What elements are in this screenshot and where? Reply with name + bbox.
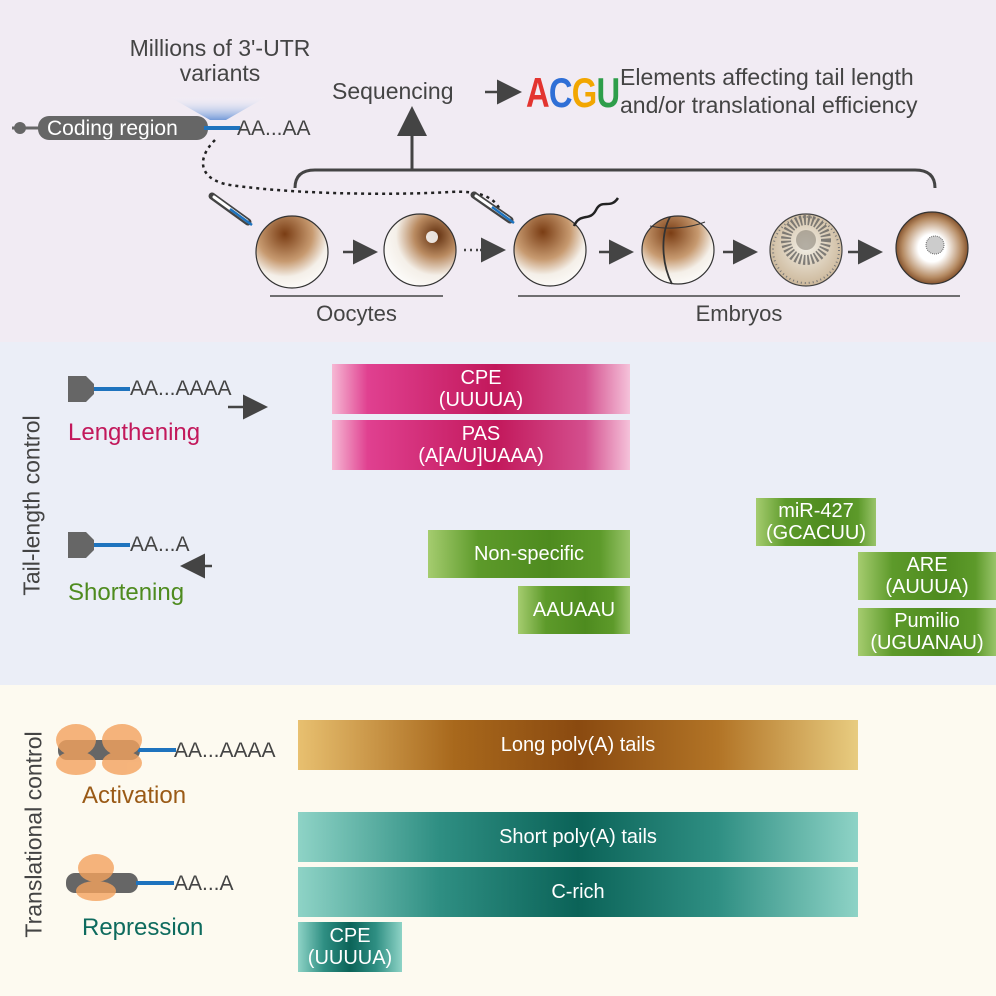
mir427-shortening-bar: miR-427 (GCACUU): [756, 498, 876, 546]
library-label-line1: Millions of 3'-UTR: [129, 35, 311, 61]
shortening-tail-label: AA...A: [130, 533, 190, 556]
logo-letter-u: U: [596, 69, 620, 116]
blastula-icon: [769, 213, 843, 287]
logo-letter-a: A: [526, 69, 550, 116]
embryo-bracket: [293, 168, 937, 189]
elements-label-line2: and/or translational efficiency: [620, 92, 918, 119]
mir427-name: miR-427: [778, 499, 854, 522]
translational-panel: Translational control AA...AAAA Activati…: [0, 685, 996, 996]
activation-label: Activation: [82, 782, 187, 809]
logo-letter-g: G: [571, 69, 597, 116]
coding-region-box: [38, 116, 208, 140]
activation-tail-label: AA...AAAA: [174, 739, 276, 762]
cpe-lengthening-name: CPE: [460, 366, 502, 389]
cpe-lengthening-bar: CPE (UUUUA): [332, 364, 630, 414]
library-label-line2: variants: [179, 60, 261, 87]
oocyte-1-icon: [255, 215, 329, 289]
tail-rna-icons: [68, 376, 268, 579]
shortening-label: Shortening: [68, 579, 185, 606]
pumilio-shortening-bar: Pumilio (UGUANAU): [858, 608, 996, 656]
repression-rna-icon: [66, 854, 174, 901]
oocyte-2-icon: [383, 213, 457, 287]
nonspecific-label: Non-specific: [473, 542, 585, 565]
sequence-logo-icon: ACGU: [526, 69, 620, 116]
elements-label: Elements affecting tail length and/or tr…: [620, 64, 918, 119]
pumilio-motif: (UGUANAU): [870, 632, 984, 654]
cpe-repression-bar: CPE (UUUUA): [298, 922, 402, 972]
translation-rna-icons: [56, 724, 176, 901]
sperm-icon: [572, 197, 620, 227]
short-polya-repression-bar: Short poly(A) tails: [298, 812, 858, 862]
repression-label: Repression: [82, 914, 204, 941]
cpe-repression-motif: (UUUUA): [307, 947, 393, 969]
aauaau-shortening-bar: AAUAAU: [518, 586, 630, 634]
long-polya-label: Long poly(A) tails: [500, 733, 656, 756]
ribosome-icon: [76, 854, 116, 901]
sequencing-label: Sequencing: [332, 78, 454, 104]
short-polya-label: Short poly(A) tails: [499, 825, 657, 848]
elements-label-line1: Elements affecting tail length: [620, 64, 914, 90]
injection-path: [201, 139, 502, 211]
repression-tail-label: AA...A: [174, 872, 234, 895]
two-cell-embryo-icon: [641, 215, 715, 285]
ribosome-icon: [56, 724, 142, 775]
injection-needle-oocyte: [208, 192, 253, 227]
library-cone: [168, 96, 268, 120]
polya-tail-label: AA...AA: [237, 117, 311, 140]
embryos-label: Embryos: [695, 301, 783, 326]
cap-icon: [14, 122, 26, 134]
pas-motif: (A[A/U]UAAA): [418, 445, 544, 467]
oocytes-label: Oocytes: [316, 301, 397, 326]
aauaau-label: AAUAAU: [532, 598, 616, 621]
logo-letter-c: C: [548, 69, 573, 116]
cpe-lengthening-motif: (UUUUA): [438, 389, 524, 411]
coding-region-label: Coding region: [47, 117, 178, 140]
long-polya-activation-bar: Long poly(A) tails: [298, 720, 858, 770]
activation-rna-icon: [56, 724, 176, 775]
fertilized-egg-icon: [513, 213, 587, 287]
cpe-repression-name: CPE: [329, 924, 371, 947]
gastrula-icon: [895, 211, 969, 285]
lengthening-tail-label: AA...AAAA: [130, 377, 232, 400]
crich-label: C-rich: [551, 880, 605, 903]
injection-needle-egg: [470, 191, 515, 225]
tail-length-panel: Tail-length control AA...AAAA Lengthenin…: [0, 342, 996, 685]
lengthening-label: Lengthening: [68, 419, 201, 446]
are-name: ARE: [906, 553, 948, 576]
shortening-rna-icon: [68, 532, 212, 579]
crich-repression-bar: C-rich: [298, 867, 858, 917]
library-label: Millions of 3'-UTR variants: [100, 35, 340, 87]
pas-lengthening-bar: PAS (A[A/U]UAAA): [332, 420, 630, 470]
experiment-overview-panel: Millions of 3'-UTR variants: [0, 0, 996, 342]
pumilio-name: Pumilio: [894, 609, 960, 632]
mir427-motif: (GCACUU): [766, 522, 866, 544]
are-shortening-bar: ARE (AUUUA): [858, 552, 996, 600]
experiment-schematic: [12, 79, 969, 297]
nonspecific-shortening-bar: Non-specific: [428, 530, 630, 578]
lengthening-rna-icon: [68, 376, 268, 420]
are-motif: (AUUUA): [885, 576, 969, 598]
pas-name: PAS: [461, 422, 501, 445]
